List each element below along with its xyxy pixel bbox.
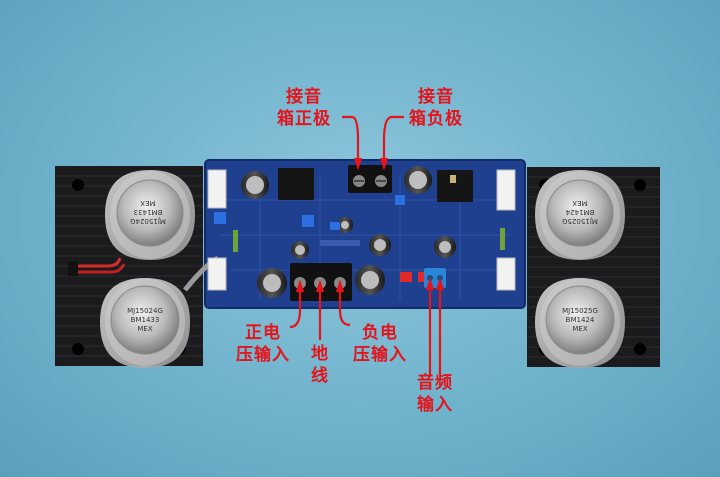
transistor-marking: MEX [572, 325, 587, 333]
label-audio-input: 音频 输入 [417, 373, 453, 415]
mount-hole [72, 179, 84, 191]
transistor-top-right [535, 170, 625, 260]
small-components [214, 175, 505, 282]
transistor-top-left [105, 170, 195, 260]
transistor-marking: MJ15025G [562, 307, 598, 315]
label-ground: 地 线 [311, 344, 329, 386]
arrow-positive-voltage [289, 285, 302, 329]
mount-hole [634, 179, 646, 191]
transistor-marking: BM1433 [134, 208, 163, 216]
transistor-marking: MJ15024G [127, 307, 163, 315]
transistor-marking: BM1433 [131, 316, 160, 324]
red-wires [72, 257, 122, 268]
transistor-bottom-left [100, 278, 190, 368]
transistor-marking: BM1424 [565, 208, 594, 216]
mount-hole [72, 343, 84, 355]
capacitors [241, 166, 456, 298]
label-speaker-positive: 接音 箱正极 [277, 87, 331, 129]
transistor-marking: MEX [572, 199, 587, 207]
arrow-speaker-negative [382, 115, 404, 165]
mount-hole [634, 343, 646, 355]
transistor-marking: MEX [137, 325, 152, 333]
transistor-bottom-right [535, 278, 625, 368]
label-positive-voltage-input: 正电 压输入 [236, 323, 290, 365]
transistor-marking: BM1424 [566, 316, 595, 324]
arrow-negative-voltage [338, 285, 351, 327]
arrow-speaker-positive [342, 115, 360, 165]
label-speaker-negative: 接音 箱负极 [409, 87, 463, 129]
transistor-marking: MJ15024G [130, 217, 166, 225]
label-negative-voltage-input: 负电 压输入 [353, 323, 407, 365]
transistor-marking: MJ15025G [562, 217, 598, 225]
transistor-marking: MEX [140, 199, 155, 207]
